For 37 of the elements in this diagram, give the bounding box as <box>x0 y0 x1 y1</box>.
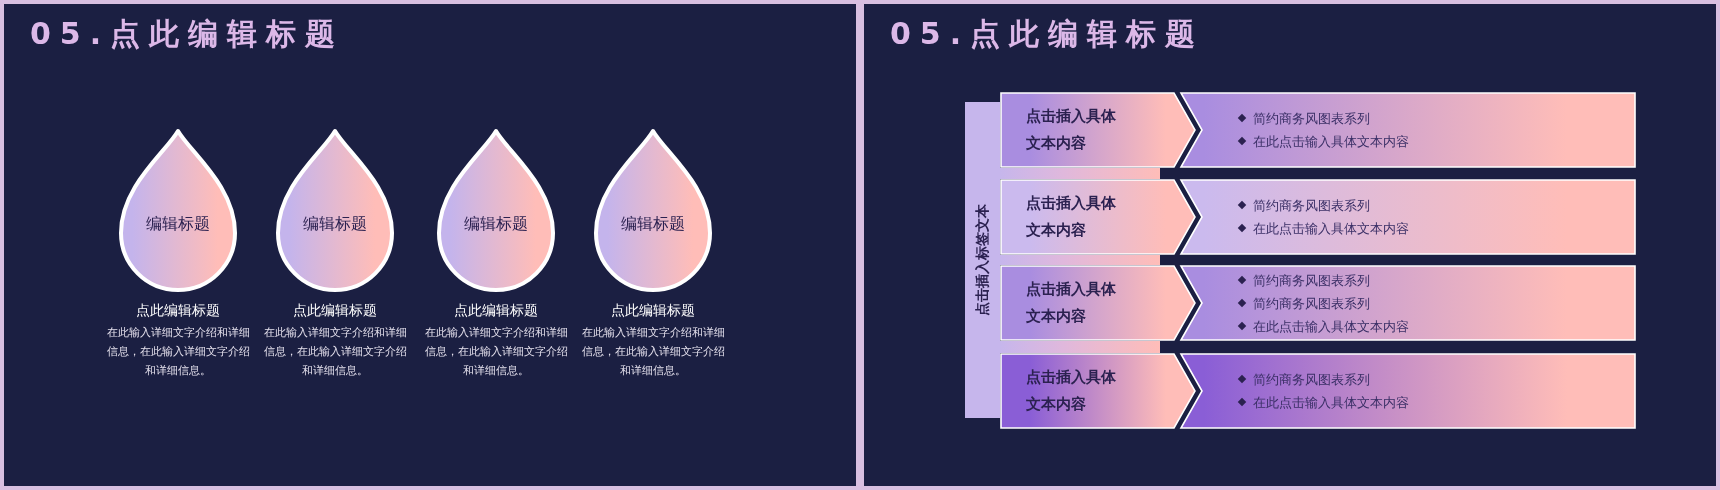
bullet-text: 在此点击输入具体文本内容 <box>1253 317 1409 336</box>
box-label: 点击插入具体文本内容 <box>1026 193 1117 241</box>
bullet-text: 在此点击输入具体文本内容 <box>1253 220 1409 238</box>
drop-shape <box>275 128 395 292</box>
arrow-box <box>1000 179 1196 255</box>
arrow-box <box>1000 265 1196 341</box>
slide-title: 05.点此编辑标题 <box>890 15 1205 53</box>
caption-title: 点此编辑标题 <box>135 302 221 320</box>
box-label: 点击插入具体文本内容 <box>1026 367 1117 415</box>
drop-label: 编辑标题 <box>302 214 368 235</box>
drop-shape <box>118 128 238 292</box>
caption-text: 在此输入详细文字介绍和详细信息，在此输入详细文字介绍和详细信息。 <box>580 325 726 379</box>
drop-label: 编辑标题 <box>463 214 529 235</box>
bullet-text: 简约商务风图表系列 <box>1253 294 1370 313</box>
drop-label: 编辑标题 <box>620 214 686 235</box>
arrow-box <box>1000 92 1196 168</box>
bullet-text: 简约商务风图表系列 <box>1253 197 1370 215</box>
caption-title: 点此编辑标题 <box>453 302 539 320</box>
slide-title: 05.点此编辑标题 <box>30 15 345 53</box>
bullet-text: 简约商务风图表系列 <box>1253 371 1370 389</box>
label-band <box>965 102 1000 418</box>
bullet-text: 简约商务风图表系列 <box>1253 271 1370 290</box>
caption-text: 在此输入详细文字介绍和详细信息，在此输入详细文字介绍和详细信息。 <box>423 325 569 379</box>
bullet-text: 简约商务风图表系列 <box>1253 110 1370 128</box>
box-label: 点击插入具体文本内容 <box>1026 279 1117 327</box>
drop-label: 编辑标题 <box>145 214 211 235</box>
band-label: 点击插入标签文本 <box>973 204 991 316</box>
caption-text: 在此输入详细文字介绍和详细信息，在此输入详细文字介绍和详细信息。 <box>105 325 251 379</box>
caption-title: 点此编辑标题 <box>610 302 696 320</box>
arrow-box <box>1000 353 1196 429</box>
bullet-text: 在此点击输入具体文本内容 <box>1253 133 1409 151</box>
caption-text: 在此输入详细文字介绍和详细信息，在此输入详细文字介绍和详细信息。 <box>262 325 408 379</box>
box-label: 点击插入具体文本内容 <box>1026 106 1117 154</box>
drop-shape <box>593 128 713 292</box>
caption-title: 点此编辑标题 <box>292 302 378 320</box>
bullet-text: 在此点击输入具体文本内容 <box>1253 394 1409 412</box>
drop-shape <box>436 128 556 292</box>
